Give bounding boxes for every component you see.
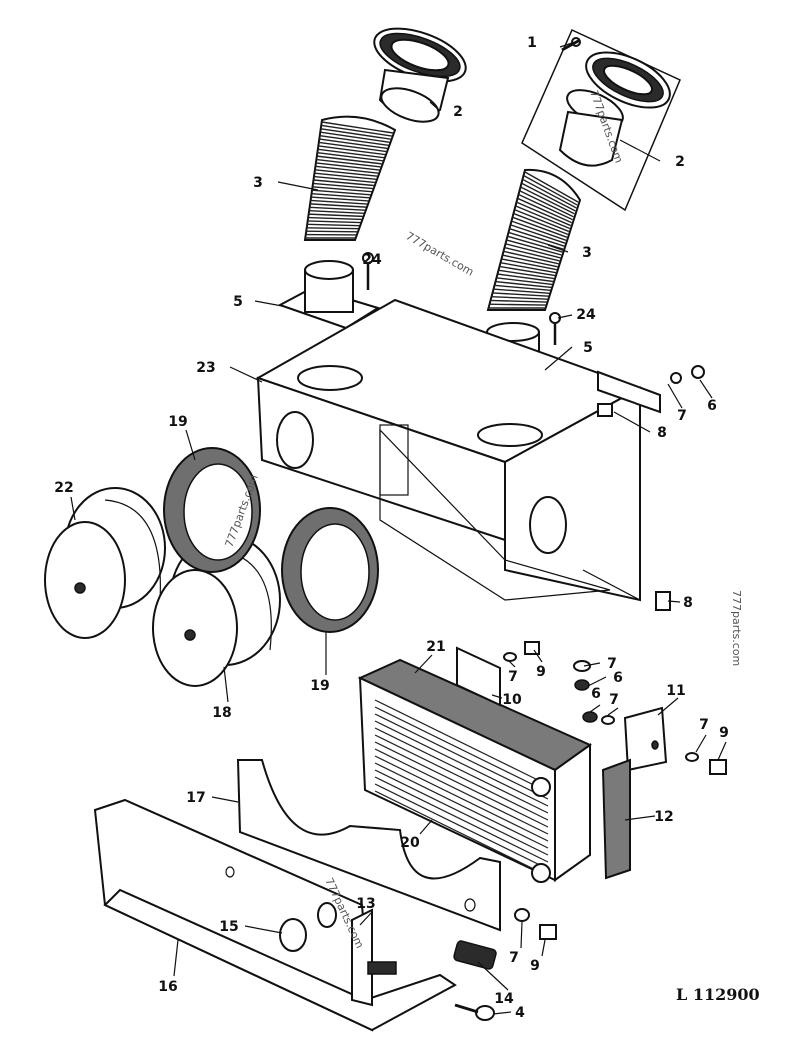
vent-nozzle-right xyxy=(521,28,681,212)
fan-ring-lower xyxy=(281,507,379,633)
callout-7: 7 xyxy=(509,950,519,966)
callout-leader-1 xyxy=(559,41,576,48)
callout-7: 7 xyxy=(607,656,617,672)
callout-leader-3 xyxy=(547,244,569,253)
callout-leader-2 xyxy=(619,139,661,162)
bracket-11 xyxy=(623,706,668,772)
bracket-10 xyxy=(456,646,501,707)
callout-leader-7 xyxy=(507,659,516,668)
callout-16: 16 xyxy=(158,979,177,995)
callout-leader-22 xyxy=(70,496,76,521)
callout-9: 9 xyxy=(719,725,729,741)
callout-leader-10 xyxy=(491,694,503,699)
callout-21: 21 xyxy=(426,639,445,655)
callout-8: 8 xyxy=(683,595,693,611)
heater-core xyxy=(357,658,593,883)
bracket-13 xyxy=(351,908,397,1007)
callout-13: 13 xyxy=(356,896,375,912)
callout-10: 10 xyxy=(502,692,522,708)
callout-6: 6 xyxy=(707,398,717,414)
callout-leader-7 xyxy=(607,707,619,716)
callout-leader-9 xyxy=(533,649,543,663)
callout-24: 24 xyxy=(576,307,596,323)
callout-leader-9 xyxy=(541,939,546,957)
callout-leader-4 xyxy=(492,1011,512,1015)
callout-20: 20 xyxy=(400,835,420,851)
callout-7: 7 xyxy=(508,669,518,685)
heater-housing xyxy=(255,298,661,602)
fan-22 xyxy=(44,487,166,639)
callout-leader-6 xyxy=(699,379,713,399)
callout-3: 3 xyxy=(253,175,263,191)
callout-leader-11 xyxy=(657,697,679,716)
callout-leader-7 xyxy=(695,734,707,753)
duct-adapter-left xyxy=(277,260,381,330)
callout-leader-12 xyxy=(624,815,656,821)
callout-23: 23 xyxy=(196,360,215,376)
callout-8: 8 xyxy=(657,425,667,441)
callout-leader-8 xyxy=(613,411,651,433)
callout-5: 5 xyxy=(583,340,593,356)
callout-leader-7 xyxy=(583,662,601,667)
callout-leader-16 xyxy=(173,939,179,977)
callout-leader-21 xyxy=(414,654,433,674)
callout-leader-5 xyxy=(544,346,573,371)
callout-9: 9 xyxy=(530,958,540,974)
callout-leader-6 xyxy=(589,704,601,713)
watermark-4: 777parts.com xyxy=(730,590,743,666)
callout-14: 14 xyxy=(494,991,514,1007)
callout-5: 5 xyxy=(233,294,243,310)
callout-leader-2 xyxy=(429,101,441,112)
callout-19: 19 xyxy=(168,414,187,430)
callout-leader-14 xyxy=(477,961,509,991)
callout-leader-18 xyxy=(223,666,229,703)
inner-panel xyxy=(236,759,501,932)
callout-4: 4 xyxy=(515,1005,525,1021)
callout-leader-19 xyxy=(185,429,196,461)
callout-leader-3 xyxy=(277,181,319,191)
callout-leader-17 xyxy=(211,796,239,803)
callout-6: 6 xyxy=(591,686,601,702)
vent-nozzle-left xyxy=(373,27,467,123)
callout-24: 24 xyxy=(362,252,382,268)
flex-hose-right xyxy=(486,168,582,311)
callout-11: 11 xyxy=(666,683,685,699)
callout-7: 7 xyxy=(609,692,619,708)
fan-ring-upper xyxy=(163,447,261,573)
front-cover xyxy=(93,798,457,1032)
callout-leader-7 xyxy=(520,921,523,949)
callout-15: 15 xyxy=(219,919,238,935)
flex-hose-left xyxy=(303,115,397,241)
callout-1: 1 xyxy=(527,35,537,51)
foam-strip xyxy=(601,758,631,880)
callout-9: 9 xyxy=(536,664,546,680)
callout-17: 17 xyxy=(186,790,205,806)
callout-leader-5 xyxy=(254,300,283,307)
callout-leader-6 xyxy=(587,676,607,687)
callout-19: 19 xyxy=(310,678,329,694)
callout-6: 6 xyxy=(613,670,623,686)
callout-7: 7 xyxy=(677,408,687,424)
clip-14 xyxy=(453,940,497,970)
watermark-1: 777parts.com xyxy=(404,229,477,278)
callout-leader-15 xyxy=(244,925,283,934)
callout-leader-23 xyxy=(229,366,263,383)
callout-leader-20 xyxy=(419,819,433,835)
callout-leader-24 xyxy=(557,314,573,319)
callout-leader-13 xyxy=(359,911,373,926)
callout-22: 22 xyxy=(54,480,73,496)
callout-3: 3 xyxy=(582,245,592,261)
callout-leader-9 xyxy=(717,741,727,761)
callout-12: 12 xyxy=(654,809,673,825)
callout-leader-7 xyxy=(667,383,683,409)
callout-leader-8 xyxy=(667,600,681,603)
callout-18: 18 xyxy=(212,705,231,721)
callout-2: 2 xyxy=(453,104,463,120)
callout-2: 2 xyxy=(675,154,685,170)
callout-7: 7 xyxy=(699,717,709,733)
reference-number: L 112900 xyxy=(676,985,760,1004)
